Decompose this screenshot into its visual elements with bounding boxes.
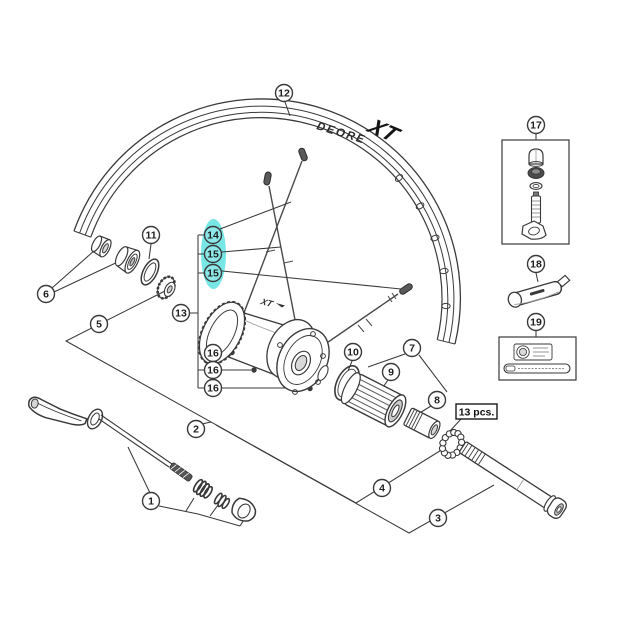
seal-ring <box>140 258 160 286</box>
highlight-ellipse <box>201 219 226 289</box>
axle-spacer <box>403 407 441 440</box>
retainer-ball <box>457 438 466 446</box>
svg-text:10: 10 <box>347 347 359 359</box>
rim-tape-strip <box>503 363 571 374</box>
svg-text:16: 16 <box>207 365 219 377</box>
rim-tape-kit <box>498 336 577 381</box>
svg-text:16: 16 <box>207 383 219 395</box>
dust-cap <box>114 246 141 274</box>
svg-text:2: 2 <box>193 424 199 436</box>
svg-text:7: 7 <box>409 343 415 355</box>
svg-text:4: 4 <box>379 483 385 495</box>
svg-text:19: 19 <box>530 317 542 329</box>
svg-text:8: 8 <box>434 395 440 407</box>
callout-7: 7 <box>402 338 422 358</box>
callout-6: 6 <box>36 284 56 304</box>
freehub-body <box>340 372 407 428</box>
qr-lever <box>28 396 88 426</box>
svg-text:11: 11 <box>145 230 156 242</box>
valve-nut <box>527 167 545 179</box>
bearing-cone <box>156 275 176 300</box>
spoke-threads <box>387 292 397 303</box>
left-axle-parts <box>90 235 176 300</box>
qr-spring <box>192 478 213 499</box>
valve-cap <box>528 148 544 167</box>
callout-13: 13 <box>171 303 191 323</box>
quick-release <box>28 396 257 522</box>
hub-logo-xt: XT <box>258 296 276 309</box>
callout-3: 3 <box>428 508 448 528</box>
callout-4: 4 <box>372 478 392 498</box>
callout-12: 12 <box>274 83 294 103</box>
valve-stem <box>521 191 547 240</box>
qr-spring <box>213 492 231 510</box>
rim-spoke-holes <box>394 174 451 310</box>
callout-11: 11 <box>141 225 161 245</box>
callout-10: 10 <box>343 342 363 362</box>
hub-body: XT <box>197 296 330 395</box>
callout-14: 14 <box>203 225 223 245</box>
svg-text:12: 12 <box>278 88 290 100</box>
callout-8: 8 <box>427 390 447 410</box>
svg-text:6: 6 <box>43 289 49 301</box>
leader-lines <box>51 101 539 534</box>
svg-text:15: 15 <box>207 268 219 280</box>
valve-kit <box>501 139 570 245</box>
spoke-ticks <box>265 249 373 333</box>
qr-threads <box>169 462 193 482</box>
pcs-box: 13 pcs. <box>455 403 498 420</box>
svg-text:13: 13 <box>175 308 187 320</box>
pcs-label: 13 pcs. <box>459 407 495 419</box>
callout-15: 15 <box>203 263 223 283</box>
lock-nut <box>90 235 112 258</box>
callout-1: 1 <box>141 491 161 511</box>
callout-9: 9 <box>381 362 401 382</box>
flange-holes <box>277 331 326 395</box>
callout-5: 5 <box>89 314 109 334</box>
spoke-nipple <box>263 147 413 295</box>
callout-15: 15 <box>203 244 223 264</box>
callout-16: 16 <box>203 360 223 380</box>
svg-text:1: 1 <box>148 496 154 508</box>
spoke-wrench <box>507 274 571 308</box>
callout-16: 16 <box>203 343 223 363</box>
svg-text:16: 16 <box>207 348 219 360</box>
qr-end-nut <box>231 497 257 522</box>
callout-19: 19 <box>526 312 546 332</box>
svg-text:18: 18 <box>530 259 542 271</box>
callout-2: 2 <box>186 419 206 439</box>
rim-logo-xt: XT <box>361 114 406 147</box>
axle <box>459 441 567 519</box>
valve-washer <box>529 182 543 190</box>
hub-logo-arrow <box>276 303 285 308</box>
svg-text:17: 17 <box>530 120 542 132</box>
svg-text:3: 3 <box>435 513 441 525</box>
svg-text:9: 9 <box>388 367 394 379</box>
svg-text:5: 5 <box>96 319 102 331</box>
callout-18: 18 <box>526 254 546 274</box>
callout-17: 17 <box>526 115 546 135</box>
spokes <box>241 147 413 361</box>
svg-text:15: 15 <box>207 249 219 261</box>
callout-16: 16 <box>203 378 223 398</box>
kit-sticker <box>513 343 553 361</box>
svg-text:14: 14 <box>207 230 219 242</box>
